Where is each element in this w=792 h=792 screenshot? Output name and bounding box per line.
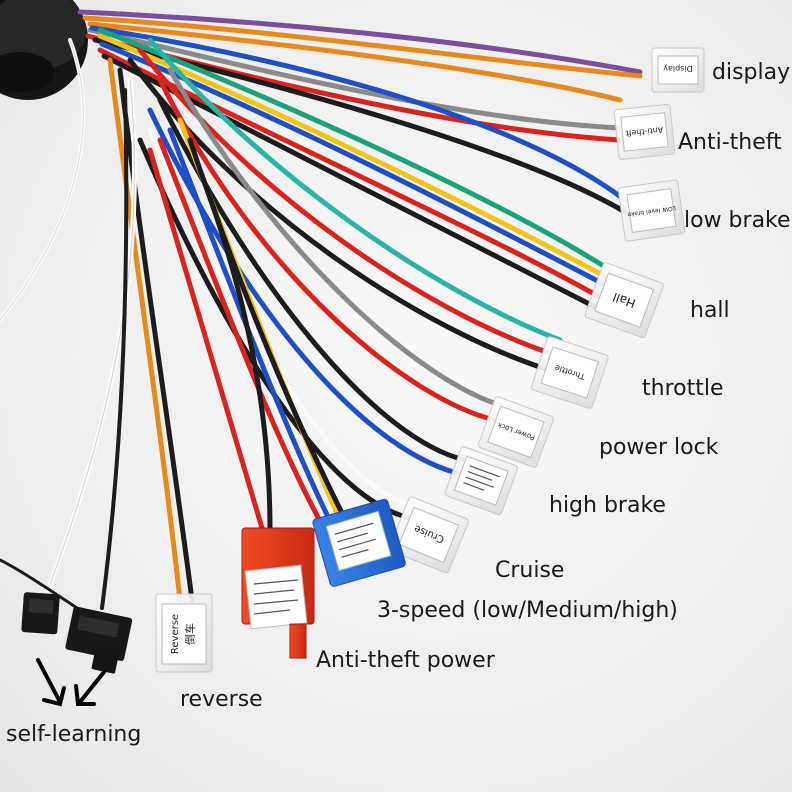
label-hall: hall bbox=[690, 298, 730, 323]
reverse-tag-text-cn: 倒车 bbox=[183, 623, 197, 645]
label-low-brake: low brake bbox=[684, 208, 791, 233]
cable-grommet bbox=[0, 0, 88, 100]
label-high-brake: high brake bbox=[549, 493, 666, 518]
label-anti-theft: Anti-theft bbox=[678, 130, 782, 155]
reverse-tag-text: Reverse bbox=[170, 614, 181, 654]
label-cruise: Cruise bbox=[495, 558, 565, 583]
arrow-down-right-icon bbox=[36, 658, 66, 707]
arrow-down-left-icon bbox=[74, 670, 106, 706]
self-learning-arrows bbox=[36, 658, 106, 707]
label-three-speed: 3-speed (low/Medium/high) bbox=[377, 598, 678, 623]
label-power-lock: power lock bbox=[599, 435, 719, 460]
label-throttle: throttle bbox=[642, 376, 724, 401]
self-learning-plug-right bbox=[65, 606, 133, 674]
throttle-connector: Throttle bbox=[530, 336, 609, 409]
power-lock-connector: Power Lock bbox=[477, 396, 554, 468]
three-speed-connector bbox=[312, 498, 406, 587]
label-reverse: reverse bbox=[180, 687, 263, 712]
three-speed-label-glyphs bbox=[334, 522, 376, 558]
anti-theft-tag-text: Anti-theft bbox=[625, 125, 663, 138]
label-anti-theft-power: Anti-theft power bbox=[316, 648, 495, 673]
display-tag-text: Display bbox=[663, 64, 693, 73]
reverse-connector: Reverse 倒车 bbox=[155, 593, 213, 673]
low-brake-connector: LOW level brake bbox=[617, 179, 686, 242]
cruise-connector: Cruise bbox=[388, 496, 469, 574]
hall-connector: Hall bbox=[584, 262, 664, 339]
self-learning-plug-left bbox=[21, 592, 60, 635]
display-connector: Display bbox=[651, 47, 705, 93]
anti-theft-power-connector bbox=[241, 527, 315, 659]
high-brake-connector bbox=[444, 446, 519, 516]
label-display: display bbox=[712, 60, 791, 85]
anti-theft-power-label-glyphs bbox=[253, 579, 299, 615]
high-brake-label-glyphs bbox=[463, 465, 500, 491]
anti-theft-connector: Anti-theft bbox=[613, 103, 676, 160]
wire-bundle bbox=[0, 9, 643, 612]
label-self-learning: self-learning bbox=[6, 722, 142, 747]
